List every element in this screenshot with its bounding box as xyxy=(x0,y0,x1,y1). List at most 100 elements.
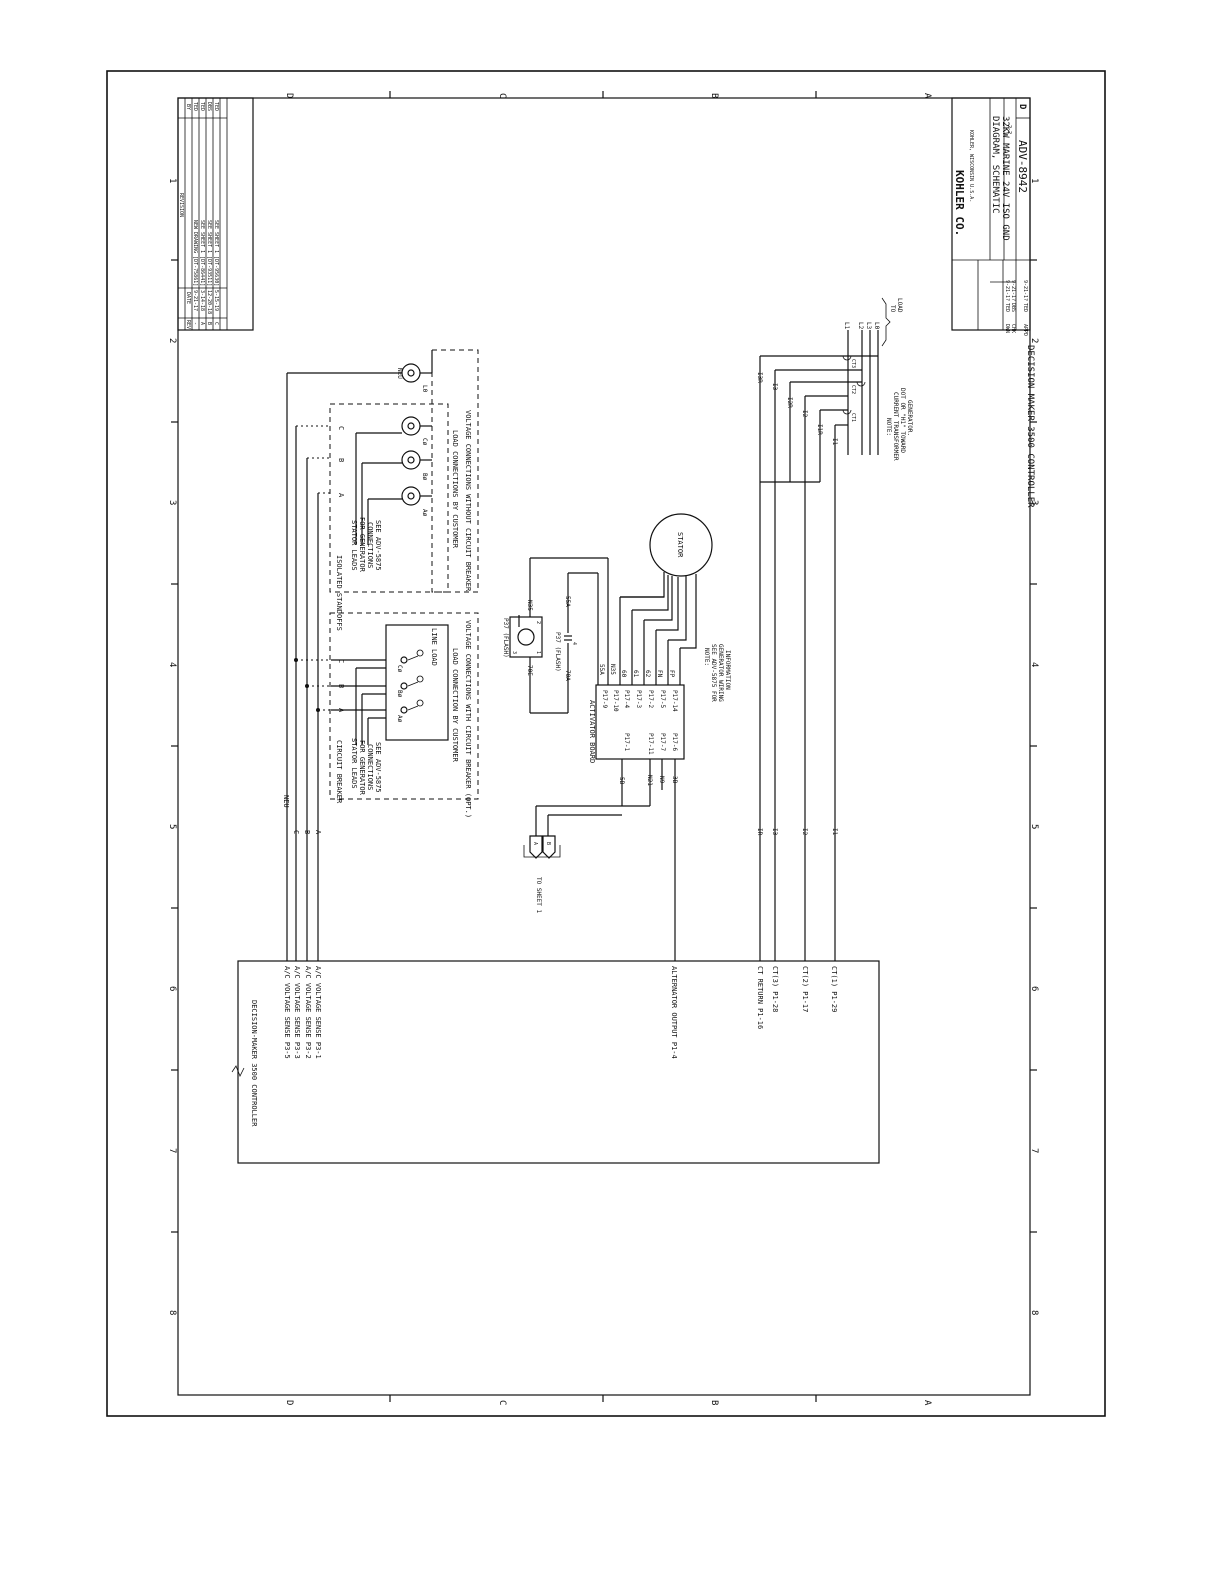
flash-70e-label: 70E xyxy=(526,665,533,676)
zone-letter-top-b: B xyxy=(709,93,719,98)
zone-letter-top-c: C xyxy=(497,93,507,98)
checked-by: DBS xyxy=(1010,303,1016,312)
appd-label: APPD xyxy=(1022,324,1028,336)
standoff-caption-1: LOAD CONNECTIONS BY CUSTOMER xyxy=(451,430,459,549)
ct-wire-i2: I2 xyxy=(801,410,808,418)
controller-box: DECISION-MAKER 3500 CONTROLLER A/C VOLTA… xyxy=(231,960,880,1164)
controller-ct-return: CT RETURN P1-16 xyxy=(756,966,764,1029)
drawing-title-1: DIAGRAM, SCHEMATIC xyxy=(990,116,1000,214)
approved-by: TED xyxy=(1022,303,1028,312)
zone-letter-top-d: D xyxy=(284,93,294,98)
ct-wire-bottom-i1: I1 xyxy=(831,828,838,836)
stator-note-2: SEE ADV-5875 FOR xyxy=(710,644,717,702)
wire-label-b: B xyxy=(303,830,311,834)
standoff-for-generator: FOR GENERATOR xyxy=(358,517,366,573)
revision-col-rev: REV xyxy=(185,320,191,329)
breaker-caption-1: LOAD CONNECTION BY CUSTOMER xyxy=(451,648,459,763)
activator-wire-n9: N9 xyxy=(658,776,665,784)
breaker-phase-a: A xyxy=(337,708,345,713)
breaker-caption-2: VOLTAGE CONNECTIONS WITH CIRCUIT BREAKER… xyxy=(464,620,472,818)
flash-n35-label: N35 xyxy=(526,600,533,611)
revision-block: REVISION REV DATE BY - 9-21-17 NEW DRAWI… xyxy=(177,97,254,331)
ct-wire-bottom-i3: I3 xyxy=(771,828,778,836)
zone-number: 2 xyxy=(167,338,177,343)
zone-number: 3 xyxy=(1029,500,1039,505)
ct-wires: I3R I3 I2R I2 I1R I1 IR I3 I2 I1 CT3 CT2… xyxy=(756,297,913,961)
flash-connector: P37 (FLASH) P37 (FLASH) N35 55A 70E 70A … xyxy=(502,557,609,714)
flash-pin-4: 4 xyxy=(571,642,577,645)
revision-rev: - xyxy=(192,322,198,325)
revision-date: 9-21-17 xyxy=(192,290,198,311)
revision-col-by: BY xyxy=(185,104,191,110)
standoff-stator-leads: STATOR LEADS xyxy=(350,520,358,571)
activator-wire-60: 60 xyxy=(620,670,627,678)
dwn-label: DWN xyxy=(1004,324,1010,333)
flash-70a-label: 70A xyxy=(564,670,571,681)
chk-label: CHK xyxy=(1010,324,1016,333)
activator-wire-fp: FP xyxy=(668,670,675,678)
zone-ticks xyxy=(171,91,1037,1402)
flash-p37-top-label: P37 (FLASH) xyxy=(502,618,509,658)
breaker-phase-b: B xyxy=(337,684,345,688)
zone-number: 8 xyxy=(167,1310,177,1315)
zone-number: 5 xyxy=(167,824,177,829)
standoff-title: ISOLATED STANDOFFS xyxy=(335,555,343,631)
zone-number: 6 xyxy=(1029,986,1039,991)
breaker-load-label: LOAD xyxy=(430,649,438,666)
wire-label-c: C xyxy=(292,830,300,834)
zone-number: 3 xyxy=(167,500,177,505)
activator-pin-p17-14: P17-14 xyxy=(671,690,678,712)
standoff-terminal-a: Aø xyxy=(421,509,428,517)
activator-pin-p17-11: P17-11 xyxy=(647,733,654,755)
activator-pin-p17-1: P17-1 xyxy=(623,733,630,751)
zone-number: 2 xyxy=(1029,338,1039,343)
controller-alternator-output: ALTERNATOR OUTPUT P1-4 xyxy=(670,966,678,1059)
breaker-for-generator: FOR GENERATOR xyxy=(358,740,366,796)
zone-number: 8 xyxy=(1029,1310,1039,1315)
activator-pin-p17-6: P17-6 xyxy=(671,733,678,751)
zone-number: 7 xyxy=(1029,1148,1039,1153)
activator-wire-fn: FN xyxy=(656,670,663,678)
revision-by: TED xyxy=(213,102,219,111)
ct-wire-i3: I3 xyxy=(771,383,778,391)
flash-pin-2: 2 xyxy=(535,621,541,624)
breaker-terminal-c: Cø xyxy=(396,665,403,673)
stator-note-4: INFORMATION xyxy=(724,650,731,690)
drawing-number: ADV-8942 xyxy=(1016,140,1029,193)
controller-ct1: CT(1) P1-29 xyxy=(830,966,838,1012)
load-line-l1: L1 xyxy=(843,322,850,330)
inner-frame xyxy=(177,97,1031,1396)
stator-note-1: NOTE: xyxy=(703,648,710,666)
breaker-title: CIRCUIT BREAKER xyxy=(335,740,343,804)
ct-wire-i1r: I1R xyxy=(816,424,823,435)
zone-number: 1 xyxy=(167,178,177,183)
revision-rev: C xyxy=(213,322,219,325)
revision-date: 3-14-18 xyxy=(199,290,205,311)
stator-note-3: GENERATOR WIRING xyxy=(717,644,724,702)
activator-pin-p17-3: P17-3 xyxy=(635,690,642,708)
zone-letter-bottom-c: C xyxy=(497,1400,507,1405)
to-load-label-1: TO xyxy=(889,305,896,313)
standoff-terminal-l0: L0 xyxy=(421,385,428,393)
zone-numbers-right: 1 2 3 4 5 6 7 8 xyxy=(1029,178,1039,1315)
zone-number: 4 xyxy=(1029,662,1039,667)
isolated-standoffs-section: C B A Aø Bø Cø L0 NEU ISOLATED STANDOFFS… xyxy=(329,349,479,631)
activator-pin-p17-7: P17-7 xyxy=(659,733,666,751)
breaker-phase-c: C xyxy=(337,659,345,663)
standoff-terminal-b: Bø xyxy=(421,473,428,481)
stator-label: STATOR xyxy=(676,532,684,558)
load-line-l3: L3 xyxy=(865,322,872,330)
controller-input-p3-5: A/C VOLTAGE SENSE P3-5 xyxy=(283,966,291,1059)
controller-input-p3-2: A/C VOLTAGE SENSE P3-2 xyxy=(304,966,312,1059)
standoff-phase-c: C xyxy=(337,426,345,430)
company-city: KOHLER, WISCONSIN U.S.A. xyxy=(968,130,974,202)
ct-wire-i1: I1 xyxy=(831,438,838,446)
ct-wire-i3r: I3R xyxy=(756,372,763,383)
to-load-label-2: LOAD xyxy=(896,298,903,313)
zone-letter-bottom-a: A xyxy=(922,1400,932,1406)
standoff-caption-2: VOLTAGE CONNECTIONS WITHOUT CIRCUIT BREA… xyxy=(464,410,472,592)
controller-input-p3-3: A/C VOLTAGE SENSE P3-3 xyxy=(293,966,301,1059)
revision-by: DBS xyxy=(206,102,212,111)
revision-by: TED xyxy=(192,102,198,111)
revision-date: 5-15-19 xyxy=(213,290,219,311)
